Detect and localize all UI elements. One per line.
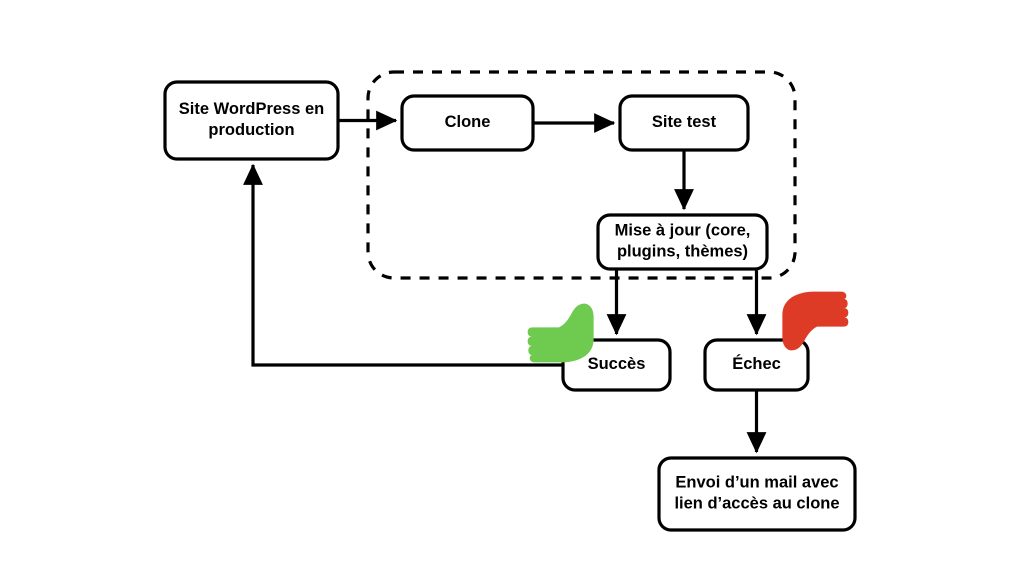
node-succes[interactable]: Succès — [561, 338, 672, 392]
edge-succes-to-production — [243, 163, 563, 367]
node-box-site-test — [618, 94, 750, 152]
node-box-mise-a-jour — [596, 213, 769, 271]
thumbs-down-icon-shape — [782, 291, 849, 351]
thumbs-up-icon-shape — [527, 303, 594, 363]
node-label-site-test: Site test — [652, 113, 717, 131]
edges-layer — [243, 110, 767, 454]
node-label-echec: Échec — [732, 354, 781, 373]
node-box-succes — [561, 338, 672, 392]
node-box-production — [163, 80, 340, 161]
node-box-envoi-mail — [657, 456, 857, 532]
node-label-clone: Clone — [445, 113, 491, 131]
node-clone[interactable]: Clone — [400, 94, 535, 152]
node-label-mise-a-jour: Mise à jour (core,plugins, thèmes) — [615, 222, 751, 261]
node-mise-a-jour[interactable]: Mise à jour (core,plugins, thèmes) — [596, 213, 769, 271]
staging-zone-dashed-box — [366, 70, 797, 280]
thumbs-down-icon — [782, 291, 849, 351]
node-box-clone — [400, 94, 535, 152]
node-echec[interactable]: Échec — [703, 338, 810, 392]
status-icons-layer — [527, 291, 849, 363]
node-label-succes: Succès — [588, 355, 646, 373]
thumbs-up-icon — [527, 303, 594, 363]
node-site-test[interactable]: Site test — [618, 94, 750, 152]
node-box-echec — [703, 338, 810, 392]
